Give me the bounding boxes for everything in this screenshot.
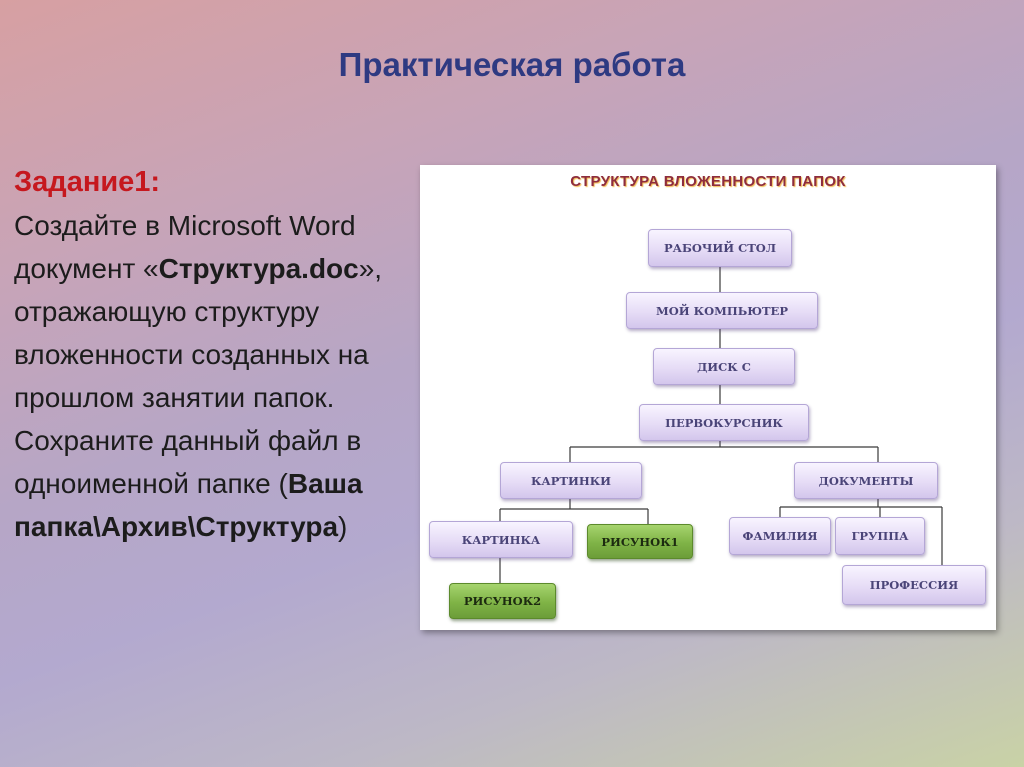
node-surname: ФАМИЛИЯ (729, 517, 831, 555)
node-documents: ДОКУМЕНТЫ (794, 462, 938, 499)
task-text-part-2: », отражающую структуру вложенности созд… (14, 253, 383, 499)
task-block: Задание1: Создайте в Microsoft Word доку… (14, 160, 434, 548)
node-drawing1: РИСУНОК1 (587, 524, 693, 559)
node-disk-c: ДИСК С (653, 348, 795, 385)
task-folder-path: Ваша папка\Архив\Структура (14, 468, 363, 542)
diagram-title: СТРУКТУРА ВЛОЖЕННОСТИ ПАПОК (570, 173, 846, 190)
task-filename: Структура.doc (158, 253, 359, 284)
task-text-part-3: ) (338, 511, 348, 542)
node-desktop: РАБОЧИЙ СТОЛ (648, 229, 792, 267)
node-first-year: ПЕРВОКУРСНИК (639, 404, 809, 441)
node-pictures: КАРТИНКИ (500, 462, 642, 499)
node-drawing2: РИСУНОК2 (449, 583, 556, 619)
task-text-part-1: Создайте в Microsoft Word документ « (14, 210, 356, 284)
slide-title: Практическая работа (338, 46, 686, 83)
folder-structure-diagram: СТРУКТУРА ВЛОЖЕННОСТИ ПАПОК РАБОЧИЙ СТОЛ… (420, 165, 996, 630)
task-heading: Задание1: (14, 166, 161, 198)
node-group: ГРУППА (835, 517, 925, 555)
node-profession: ПРОФЕССИЯ (842, 565, 986, 605)
node-picture: КАРТИНКА (429, 521, 573, 558)
node-my-computer: МОЙ КОМПЬЮТЕР (626, 292, 818, 329)
connector-lines (499, 267, 943, 583)
